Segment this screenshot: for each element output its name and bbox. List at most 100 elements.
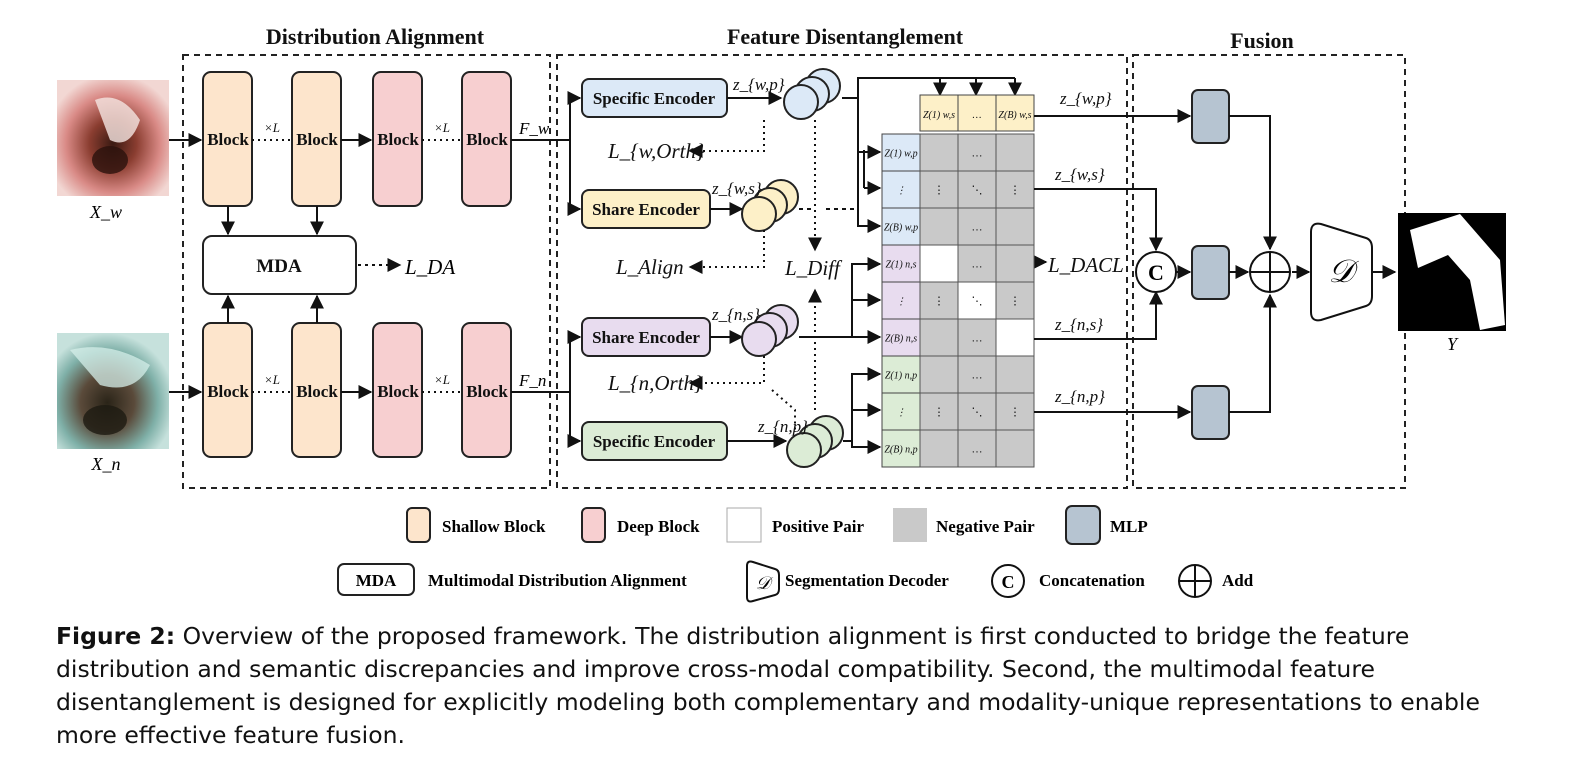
legend-mda-desc: Multimodal Distribution Alignment — [428, 571, 687, 590]
negative-pair-cell — [919, 429, 959, 468]
negative-pair-cell — [957, 133, 997, 172]
fusion-label-znp: z_{n,p} — [1054, 387, 1105, 406]
negative-pair-cell — [919, 281, 959, 320]
loss-w-orth: L_{w,Orth} — [607, 139, 705, 163]
input-image-nbi — [57, 333, 169, 449]
w-share-encoder-label: Share Encoder — [592, 200, 700, 219]
legend-negative-label: Negative Pair — [936, 517, 1035, 536]
alignment-title: Distribution Alignment — [266, 24, 485, 49]
latent-znp: z_{n,p} — [757, 417, 808, 436]
latent-stack-zws — [741, 179, 799, 232]
encoder-input-arrows — [567, 91, 788, 448]
decoder-icon — [1310, 222, 1373, 322]
block-label: Block — [377, 382, 419, 401]
fusion-mlps — [1191, 89, 1230, 440]
block-label: Block — [296, 130, 338, 149]
latent-stack-zwp — [783, 68, 841, 120]
matrix-ellipsis: ⋱ — [972, 407, 983, 419]
matrix-ellipsis: … — [972, 148, 983, 160]
loss-dacl: L_DACL — [1047, 253, 1124, 277]
input-label-nbi: X_n — [91, 454, 121, 474]
matrix-col-header — [919, 94, 959, 132]
matrix-row-header — [881, 170, 921, 209]
negative-pair-cell — [995, 133, 1035, 172]
legend-mda-box-label: MDA — [356, 571, 397, 590]
block-label: Block — [377, 130, 419, 149]
loss-n-orth: L_{n,Orth} — [607, 371, 703, 395]
legend-shallow-label: Shallow Block — [442, 517, 546, 536]
alignment-connectors — [169, 133, 570, 399]
repeat-label: ×L — [434, 372, 450, 387]
repeat-label: ×L — [434, 120, 450, 135]
legend-concat-icon — [991, 564, 1025, 598]
fusion-label-zwp: z_{w,p} — [1059, 89, 1112, 108]
n-share-encoder-label: Share Encoder — [592, 328, 700, 347]
negative-pair-cell — [957, 207, 997, 246]
matrix-ellipsis: ⋮ — [934, 296, 945, 308]
negative-pair-cell — [919, 133, 959, 172]
matrix-ellipsis: ⋱ — [972, 296, 983, 308]
deep-block — [372, 322, 423, 458]
mda-label: MDA — [256, 256, 302, 277]
mlp-block — [1191, 245, 1230, 300]
legend-decoder-label: Segmentation Decoder — [785, 571, 949, 590]
legend-mlp-swatch — [1065, 505, 1101, 545]
concat-icon — [1135, 251, 1177, 293]
negative-pair-cell — [957, 170, 997, 209]
negative-pair-cell — [995, 170, 1035, 209]
block-label: Block — [207, 130, 249, 149]
matrix-col-header — [957, 94, 997, 132]
negative-pair-cell — [919, 318, 959, 357]
matrix-row-header-label: ⋮ — [896, 186, 906, 197]
negative-pair-cell — [957, 392, 997, 431]
matrix-ellipsis: … — [972, 333, 983, 345]
positive-pair-cell — [919, 244, 959, 283]
legend: Shallow Block Deep Block Positive Pair N… — [337, 505, 1254, 603]
matrix-row-header — [881, 429, 921, 468]
matrix-row-header-label: ⋮ — [896, 297, 906, 308]
fusion-label-zns: z_{n,s} — [1054, 315, 1103, 334]
legend-decoder-icon — [746, 560, 780, 603]
negative-pair-cell — [919, 170, 959, 209]
matrix-row-header-label: ⋮ — [896, 408, 906, 419]
positive-pair-cell — [995, 318, 1035, 357]
legend-mda-box — [337, 563, 415, 596]
negative-pair-cell — [957, 318, 997, 357]
mlp-block — [1191, 89, 1230, 144]
output-label: Y — [1447, 334, 1459, 354]
output-mask — [1398, 213, 1506, 331]
matrix-row-header — [881, 207, 921, 246]
latent-stack-zns — [741, 304, 799, 357]
matrix-col-header-label: Z(1) w,s — [923, 110, 955, 121]
repeat-label: ×L — [264, 372, 280, 387]
matrix-col-header-label: … — [973, 110, 982, 121]
matrix-ellipsis: … — [972, 222, 983, 234]
legend-positive-label: Positive Pair — [772, 517, 865, 536]
matrix-row-header-label: Z(1) n,s — [885, 260, 916, 271]
framework-diagram: Distribution Alignment Feature Disentang… — [57, 24, 1506, 603]
matrix-row-header-label: Z(B) n,s — [885, 334, 917, 345]
legend-add-label: Add — [1222, 571, 1254, 590]
alignment-block-labels: Block Block Block Block Block Block Bloc… — [207, 130, 508, 401]
negative-pair-cell — [995, 207, 1035, 246]
input-image-white-light — [57, 80, 169, 196]
loss-connectors — [688, 120, 822, 430]
matrix-ellipsis: ⋮ — [1010, 296, 1021, 308]
positive-pair-cell — [957, 281, 997, 320]
figure-caption: Figure 2: Overview of the proposed frame… — [56, 620, 1536, 752]
matrix-col-header-label: Z(B) w,s — [998, 110, 1031, 121]
matrix-ellipsis: … — [972, 259, 983, 271]
loss-labels: L_{w,Orth} L_Align L_Diff L_{n,Orth} L_D… — [607, 139, 1124, 395]
legend-concat-label: Concatenation — [1039, 571, 1145, 590]
matrix-ellipsis: ⋱ — [972, 185, 983, 197]
negative-pair-cell — [995, 429, 1035, 468]
feature-fw: F_w — [518, 119, 550, 138]
legend-deep-swatch — [581, 507, 606, 543]
legend-negative-swatch — [893, 508, 927, 542]
repeat-labels: ×L ×L ×L ×L — [264, 120, 450, 387]
block-label: Block — [466, 382, 508, 401]
matrix-ellipsis: ⋮ — [934, 407, 945, 419]
concat-op: C — [1135, 251, 1177, 293]
block-label: Block — [207, 382, 249, 401]
matrix-ellipsis: ⋮ — [934, 185, 945, 197]
